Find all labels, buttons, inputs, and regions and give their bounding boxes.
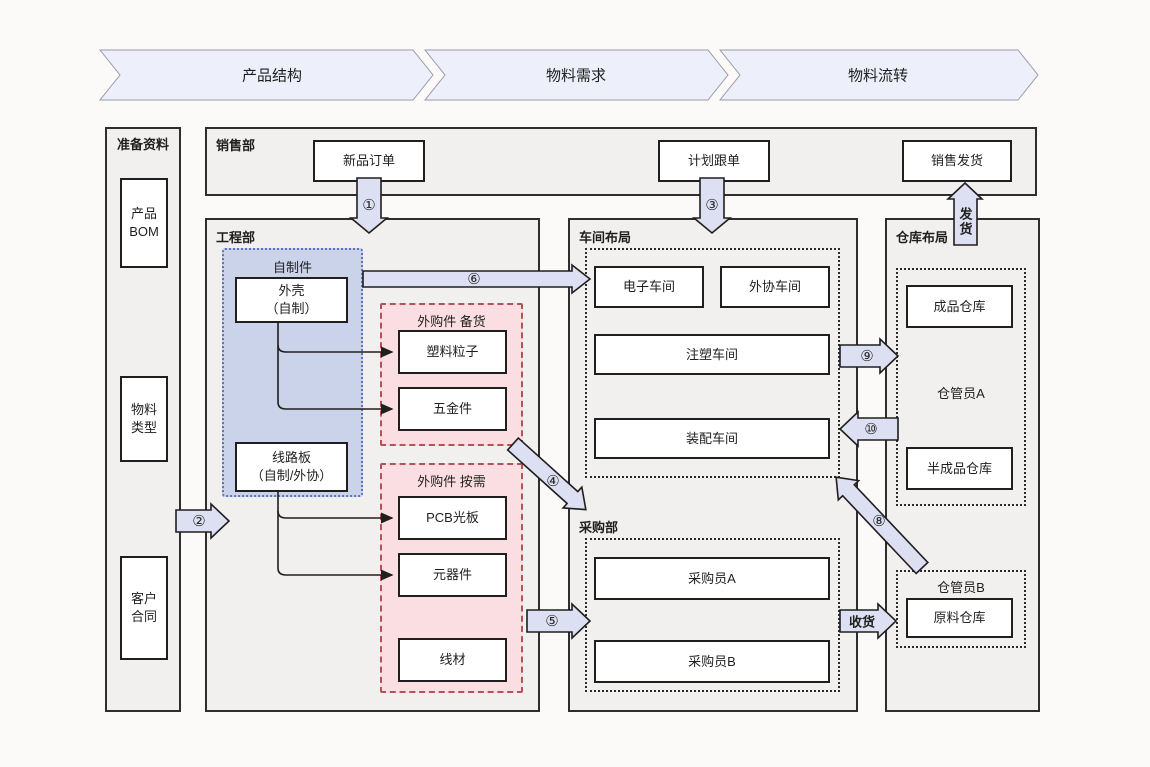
flow-number-8: ⑧ [872, 512, 886, 530]
purchased-demand-title: 外购件 按需 [417, 474, 486, 489]
material-type-box: 物料 类型 [120, 376, 168, 462]
keeper-b-label: 仓管员B [937, 580, 985, 595]
self-made-parts-title: 自制件 [272, 260, 312, 275]
components-box: 元器件 [398, 553, 507, 597]
buyer-b-box: 采购员B [594, 640, 830, 683]
prepare-materials-title: 准备资料 [116, 137, 169, 152]
receive-label: 收货 [848, 614, 876, 630]
keeper-a-group [896, 268, 1026, 506]
engineering-dept-title: 工程部 [216, 230, 256, 245]
chevron-label-material-flow: 物料流转 [847, 67, 909, 85]
chevron-label-material-demand: 物料需求 [545, 67, 607, 85]
flow-number-10: ⑩ [864, 420, 878, 438]
warehouse-layout-title: 仓库布局 [896, 230, 949, 245]
outsourcing-workshop-box: 外协车间 [720, 266, 830, 308]
finished-goods-warehouse-box: 成品仓库 [906, 285, 1013, 328]
flow-number-9: ⑨ [860, 347, 874, 365]
flow-number-6: ⑥ [467, 270, 481, 288]
flow-number-4: ④ [546, 472, 560, 490]
flow-number-5: ⑤ [545, 612, 559, 630]
workshop-layout-title: 车间布局 [579, 230, 632, 245]
keeper-a-label: 仓管员A [937, 386, 985, 401]
customer-contract-box: 客户 合同 [120, 556, 168, 660]
raw-material-warehouse-box: 原料仓库 [906, 598, 1013, 638]
assembly-workshop-box: 装配车间 [594, 418, 830, 459]
wire-box: 线材 [398, 638, 507, 682]
plastic-granule-box: 塑料粒子 [398, 330, 507, 374]
hardware-parts-box: 五金件 [398, 387, 507, 431]
workshop-group [585, 248, 840, 478]
shell-box: 外壳 （自制） [235, 277, 348, 323]
chevron-label-product-structure: 产品结构 [241, 67, 303, 85]
purchasing-dept-title: 采购部 [579, 520, 619, 535]
buyer-a-box: 采购员A [594, 557, 830, 600]
semi-finished-warehouse-box: 半成品仓库 [906, 447, 1013, 490]
plan-tracking-box: 计划跟单 [658, 140, 770, 182]
new-order-box: 新品订单 [313, 140, 425, 182]
product-bom-box: 产品 BOM [120, 178, 168, 268]
sales-dept-title: 销售部 [216, 138, 256, 153]
purchased-stock-title: 外购件 备货 [417, 314, 486, 329]
circuit-board-box: 线路板 （自制/外协） [235, 442, 348, 492]
flow-number-2: ② [192, 512, 206, 530]
injection-workshop-box: 注塑车间 [594, 334, 830, 375]
sales-shipping-box: 销售发货 [902, 140, 1012, 182]
pcb-blank-box: PCB光板 [398, 496, 507, 540]
flow-number-3: ③ [705, 196, 719, 214]
flow-number-1: ① [362, 196, 376, 214]
electronic-workshop-box: 电子车间 [594, 266, 704, 308]
ship-label: 发货 [957, 207, 973, 237]
